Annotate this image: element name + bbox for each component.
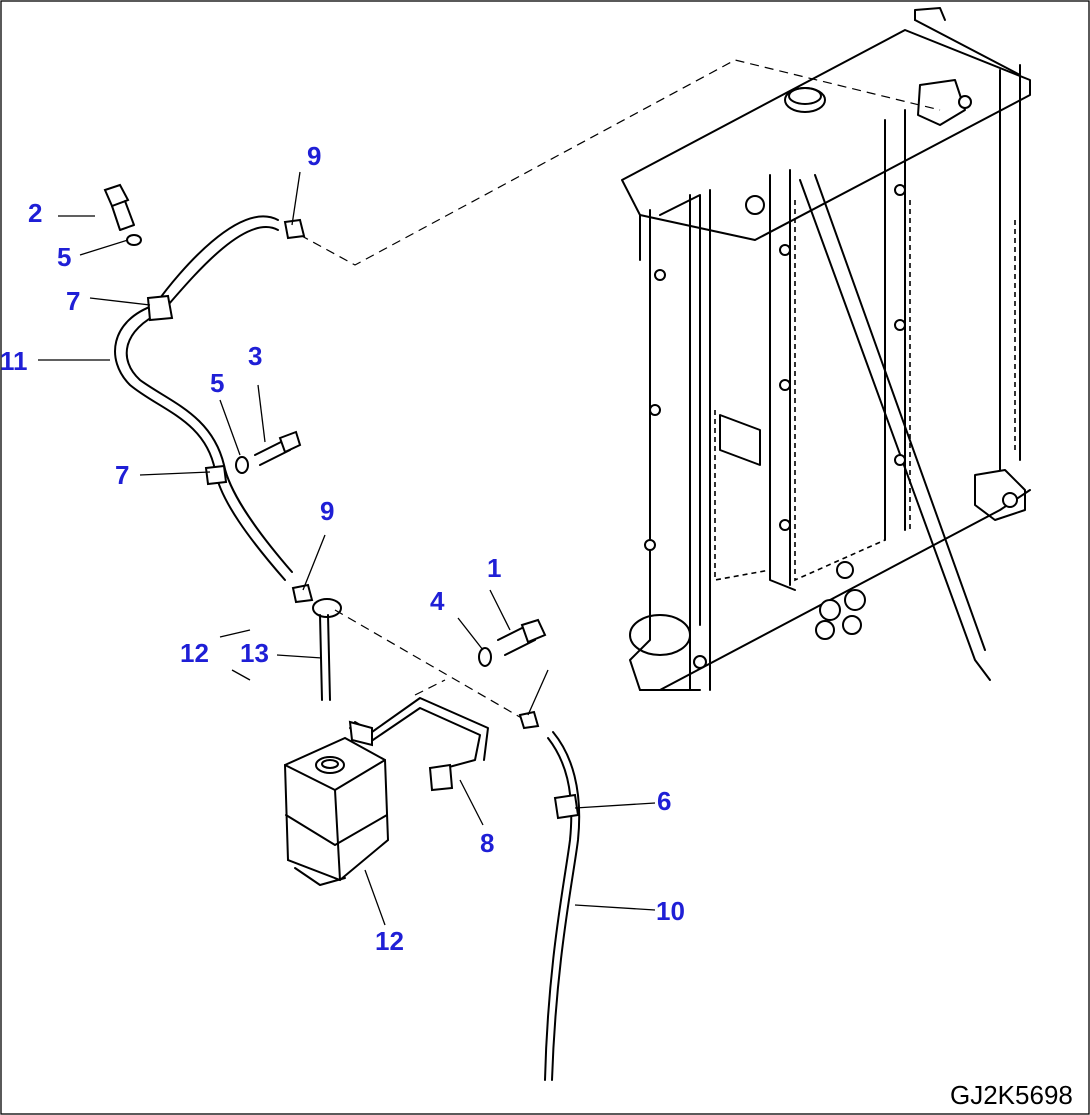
callout-4: 4: [430, 586, 445, 616]
fitting-13: [312, 598, 342, 701]
callout-12-upper: 12: [180, 638, 209, 668]
washer-5-lower: [235, 456, 249, 474]
callout-13: 13: [240, 638, 269, 668]
callout-3: 3: [248, 341, 262, 371]
callout-11: 11: [0, 346, 28, 376]
bracket-8: [348, 697, 489, 792]
clip-7-lower: [204, 464, 228, 486]
hose-11: [114, 215, 293, 581]
hose-10: [544, 731, 581, 1081]
bolt-2: [103, 183, 135, 231]
callout-9-upper: 9: [307, 141, 321, 171]
callout-10: 10: [656, 896, 685, 926]
washer-4: [478, 647, 492, 667]
radiator-assembly: [299, 7, 1031, 691]
reservoir-tank-12: [283, 736, 390, 886]
washer-5-upper: [126, 234, 142, 246]
callout-7-lower: 7: [115, 460, 129, 490]
callout-6: 6: [657, 786, 671, 816]
callout-12-lower: 12: [375, 926, 404, 956]
bolt-1: [497, 618, 547, 656]
callout-7-upper: 7: [66, 286, 80, 316]
bolt-3: [254, 430, 302, 466]
callout-8: 8: [480, 828, 494, 858]
figure-code: GJ2K5698: [950, 1080, 1073, 1110]
clip-6: [553, 793, 580, 820]
clamp-9-right: [518, 710, 540, 730]
callout-numbers: 1 2 3 4 5 5 6 7 7 8 9 9 10 11 12 12 13: [0, 141, 685, 956]
leader-lines: [38, 171, 656, 926]
callout-9-lower: 9: [320, 496, 334, 526]
clamp-9-upper: [283, 218, 306, 240]
clamp-9-lower: [291, 583, 314, 604]
callout-5-lower: 5: [210, 368, 224, 398]
callout-2: 2: [28, 198, 42, 228]
callout-5-upper: 5: [57, 242, 71, 272]
clip-7-upper: [146, 294, 174, 322]
callout-1: 1: [487, 553, 501, 583]
